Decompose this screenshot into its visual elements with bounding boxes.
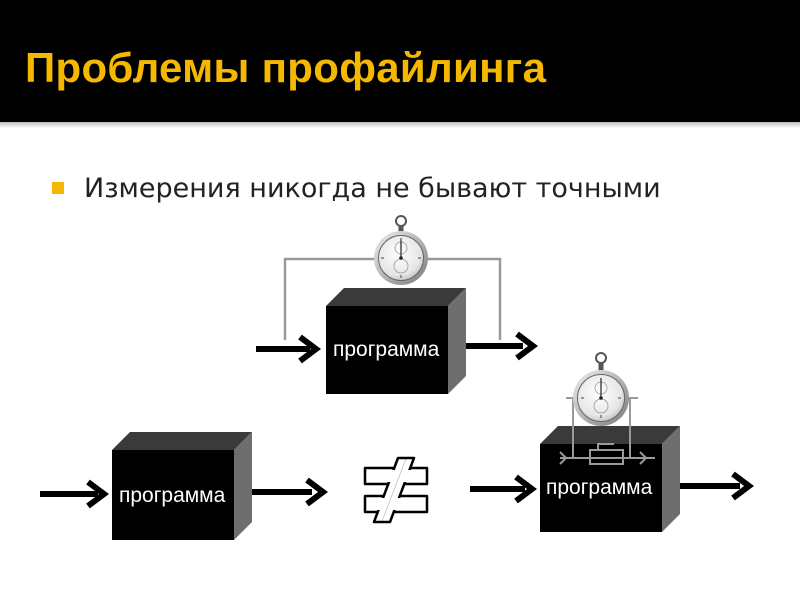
arrow-right-icon <box>466 331 538 361</box>
program-box-plain: программа <box>112 432 252 540</box>
bullet-text: Измерения никогда не бывают точными <box>84 172 661 204</box>
measurement-wire-right <box>428 257 502 340</box>
program-box-label: программа <box>333 338 440 361</box>
bullet-marker <box>52 182 64 194</box>
program-box-top: программа <box>326 288 466 394</box>
plain-program-group: программа <box>40 432 328 540</box>
program-box-label: программа <box>546 476 653 499</box>
measured-program-group: программа <box>256 215 538 394</box>
title-bar-divider <box>0 122 800 128</box>
stopwatch-icon <box>573 352 629 426</box>
instrumented-program-group: программа <box>470 352 754 532</box>
arrow-right-icon <box>40 479 109 509</box>
measurement-wire-left <box>283 257 375 340</box>
arrow-right-icon <box>680 471 754 501</box>
title-bar <box>0 0 800 122</box>
arrow-right-icon <box>470 474 537 504</box>
slide-title: Проблемы профайлинга <box>25 44 547 91</box>
arrow-right-icon <box>252 477 328 507</box>
stopwatch-icon <box>374 215 428 285</box>
program-box-label: программа <box>119 484 226 507</box>
bullet-item: Измерения никогда не бывают точными <box>52 168 661 208</box>
not-equal-icon <box>363 456 429 524</box>
arrow-right-icon <box>256 334 321 364</box>
